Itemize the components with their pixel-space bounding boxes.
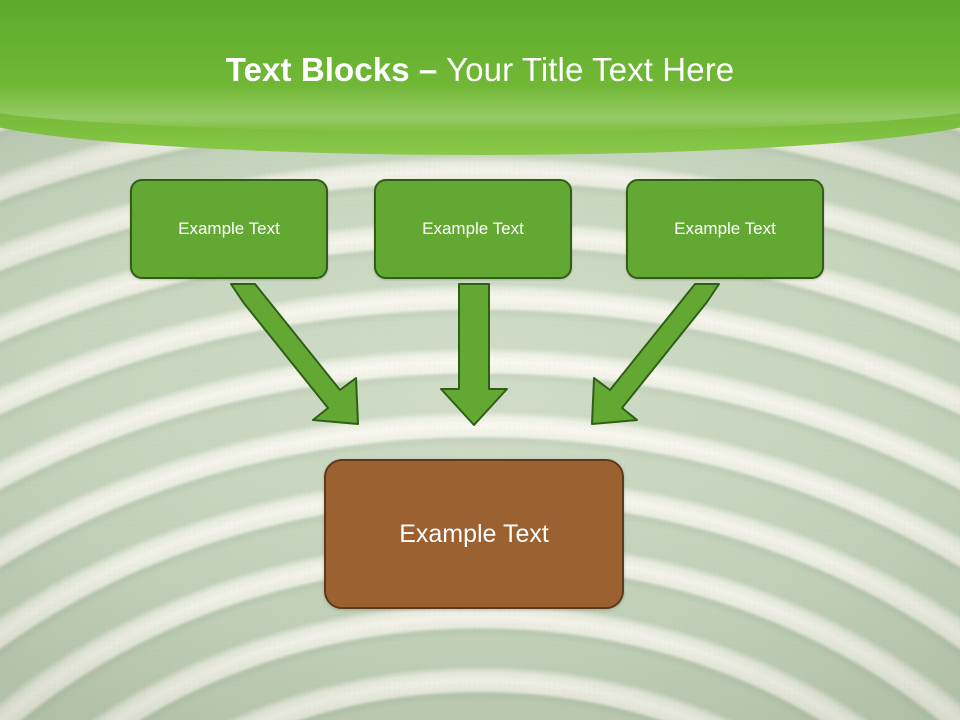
text-block-2[interactable]: Example Text	[374, 179, 572, 279]
header-green-shape	[0, 0, 960, 155]
text-block-1[interactable]: Example Text	[130, 179, 328, 279]
text-block-3[interactable]: Example Text	[626, 179, 824, 279]
text-block-result-label: Example Text	[399, 519, 549, 548]
text-block-3-label: Example Text	[674, 219, 776, 238]
text-block-result[interactable]: Example Text	[324, 459, 624, 609]
text-block-2-label: Example Text	[422, 219, 524, 238]
text-block-1-label: Example Text	[178, 219, 280, 238]
page-title-light: Your Title Text Here	[446, 51, 735, 88]
page-title-strong: Text Blocks –	[225, 51, 438, 88]
page-title: Text Blocks – Your Title Text Here	[0, 50, 960, 90]
